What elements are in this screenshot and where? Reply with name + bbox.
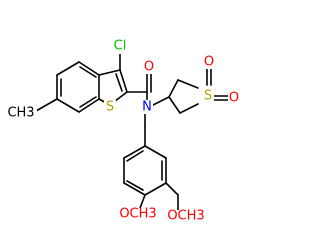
bond bbox=[179, 103, 199, 114]
thiophene-sulfur-label: S bbox=[106, 100, 114, 115]
bond bbox=[126, 180, 144, 191]
bond bbox=[56, 61, 80, 76]
bond bbox=[56, 98, 80, 113]
bond bbox=[177, 79, 199, 89]
methoxy-label: OCH3 bbox=[119, 207, 156, 222]
amide-nitrogen-label: N bbox=[142, 100, 152, 115]
bond bbox=[144, 182, 167, 196]
methyl-label: CH3 bbox=[7, 106, 34, 121]
bond bbox=[78, 98, 100, 113]
bond bbox=[150, 96, 170, 107]
bond bbox=[78, 61, 100, 76]
methoxy-label: OCH3 bbox=[167, 209, 204, 224]
bond bbox=[123, 182, 146, 196]
bond bbox=[144, 145, 167, 159]
bond bbox=[165, 182, 179, 196]
bond bbox=[168, 79, 179, 98]
bond bbox=[79, 96, 97, 108]
atom-label-layer: Cl O N S S O O CH3 OCH3 OCH3 bbox=[5, 38, 240, 224]
sulfone-oxygen-label: O bbox=[204, 55, 214, 70]
sulfone-oxygen-label: O bbox=[229, 91, 239, 106]
bond bbox=[79, 66, 97, 78]
bond-layer bbox=[35, 51, 229, 211]
sulfone-sulfur-label: S bbox=[204, 89, 212, 104]
bond bbox=[139, 194, 146, 209]
chlorine-label: Cl bbox=[114, 39, 127, 54]
bond bbox=[168, 96, 181, 114]
bond bbox=[115, 73, 123, 92]
molecule-diagram: Cl O N S S O O CH3 OCH3 OCH3 bbox=[5, 38, 240, 224]
bond bbox=[123, 145, 146, 159]
bond bbox=[98, 69, 121, 76]
bond bbox=[35, 98, 58, 112]
bond bbox=[119, 69, 128, 93]
carbonyl-oxygen-label: O bbox=[144, 60, 154, 75]
bond bbox=[126, 150, 144, 162]
